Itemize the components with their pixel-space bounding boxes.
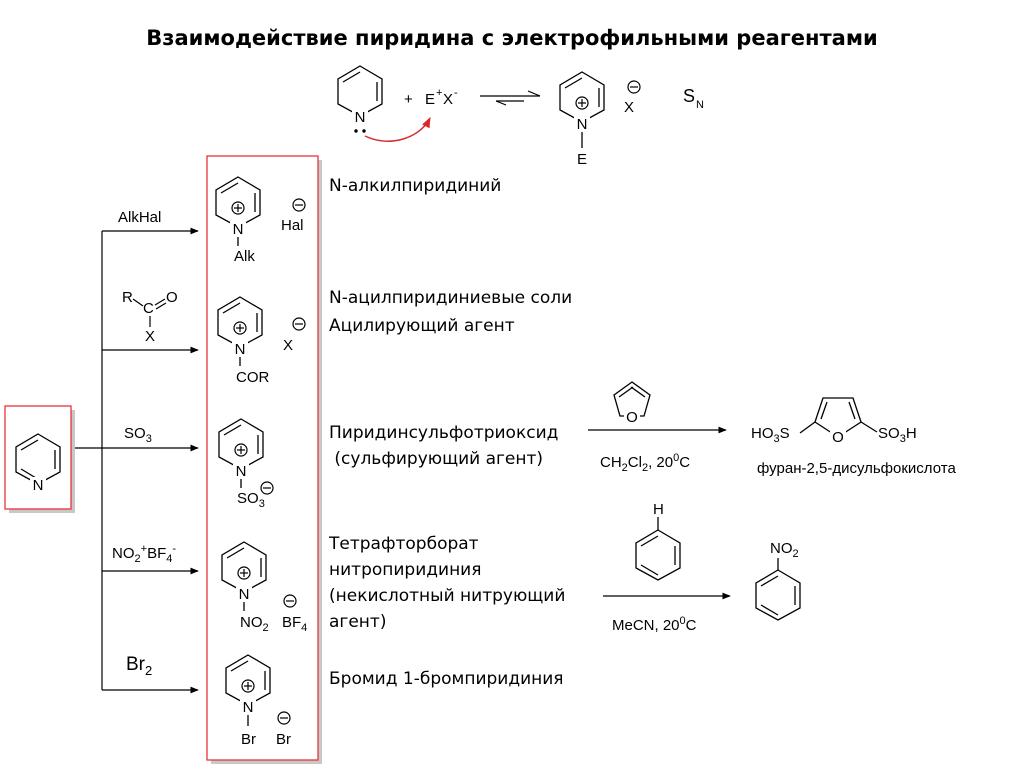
- benzene-H: H: [653, 501, 664, 518]
- nitrogen-label: N: [236, 463, 247, 480]
- reagent-X: X: [145, 328, 155, 345]
- mechanism-subscript: N: [696, 99, 704, 111]
- electrophile-E: E: [425, 91, 435, 108]
- plus-charge-icon: [241, 679, 255, 693]
- nitrogen-label: N: [243, 699, 254, 716]
- desc-so3-2: (сульфирующий агент): [329, 449, 543, 469]
- desc-n-acyl-2: Ацилирующий агент: [329, 316, 515, 336]
- benzene-ring: [635, 529, 681, 581]
- nitrogen-label: N: [33, 477, 44, 494]
- product-name: фуран-2,5-дисульфокислота: [757, 460, 956, 477]
- substituent-alk: Alk: [234, 248, 255, 265]
- nitrogen-label: N: [235, 341, 246, 358]
- desc-so3-1: Пиридинсульфотриоксид: [329, 423, 558, 443]
- electron-pair-curved-arrow: [364, 117, 431, 142]
- reagent-labels: AlkHal R C O X SO3 NO2+BF4- Br2: [112, 209, 178, 678]
- plus-charge-icon: [237, 566, 251, 580]
- nitration-conditions: MeCN, 200C: [612, 615, 697, 634]
- desc-n-acyl-1: N-ацилпиридиниевые соли: [329, 288, 572, 308]
- electrophile-charge: +: [436, 87, 442, 99]
- furan-oxygen: O: [626, 409, 638, 426]
- substituent-no2: NO2: [240, 614, 269, 634]
- substituent-cor: COR: [236, 369, 270, 386]
- desc-no2-1: Тетрафторборат: [328, 534, 479, 554]
- minus-charge-icon: [283, 594, 297, 608]
- minus-charge-icon: [292, 198, 306, 212]
- anion-hal: Hal: [281, 217, 304, 234]
- page-title: Взаимодействие пиридина с электрофильным…: [146, 26, 877, 50]
- plus-charge-icon: [231, 201, 245, 215]
- nitrogen-label: N: [233, 221, 244, 238]
- desc-br: Бромид 1-бромпиридиния: [329, 669, 564, 689]
- product-bromopyridinium: N Br Br: [225, 654, 291, 748]
- product-n-alkylpyridinium: N Alk Hal: [215, 176, 306, 265]
- anion-bf4: BF4: [282, 614, 307, 634]
- branch-lines: [75, 227, 199, 694]
- product-n-acylpyridinium: N COR X: [217, 296, 306, 386]
- lone-pair-dot: [362, 129, 366, 133]
- product-left-group: HO3S: [751, 425, 790, 445]
- reagent-so3: SO3: [124, 425, 152, 445]
- product-pyridine-sulfur-trioxide: N SO3: [218, 418, 274, 510]
- equilibrium-forward-head: [527, 90, 541, 97]
- reagent-O: O: [166, 289, 178, 306]
- nitrogen-label: N: [355, 109, 366, 126]
- desc-no2-3: (некислотный нитрующий: [329, 586, 565, 606]
- plus-charge-icon: [575, 96, 589, 110]
- top-equation: N + E + X - N E X S N: [337, 65, 704, 168]
- anion-br: Br: [276, 731, 291, 748]
- minus-charge-icon: [627, 80, 641, 94]
- counterion-charge: -: [454, 87, 458, 99]
- reagent-no2bf4: NO2+BF4-: [112, 543, 176, 565]
- nitrogen-label: N: [239, 586, 250, 603]
- desc-n-alkyl: N-алкилпиридиний: [329, 176, 501, 196]
- minus-charge-icon: [260, 481, 274, 495]
- anion-x: X: [283, 337, 293, 354]
- reagent-br2: Br2: [126, 654, 152, 678]
- substituent-so3: SO3: [237, 490, 265, 510]
- nitrobenzene-ring: [755, 569, 801, 621]
- sulfonation-conditions: CH2Cl2, 200C: [600, 452, 690, 474]
- benzene-nitration: H MeCN, 200C NO2: [603, 501, 801, 634]
- nitrogen-label: N: [577, 116, 588, 133]
- minus-charge-icon: [292, 317, 306, 331]
- furan-sulfonation: O CH2Cl2, 200C HO3S O SO3H фуран-2,5-дис…: [588, 381, 956, 477]
- product-right-group: SO3H: [878, 425, 917, 445]
- reagent-C: C: [143, 300, 154, 317]
- nitrobenzene-no2: NO2: [770, 540, 799, 560]
- substituent-br: Br: [241, 731, 256, 748]
- desc-no2-4: агент): [329, 612, 386, 632]
- product-descriptions: N-алкилпиридиний N-ацилпиридиниевые соли…: [328, 176, 572, 689]
- plus-charge-icon: [233, 321, 247, 335]
- minus-charge-icon: [277, 711, 291, 725]
- anion-X: X: [624, 99, 634, 116]
- counterion-X: X: [443, 91, 453, 108]
- substituent-E: E: [577, 151, 587, 168]
- starting-pyridine: N: [4, 405, 75, 513]
- product-furan-oxygen: O: [832, 429, 844, 446]
- pyridine-reactant: N: [337, 65, 383, 133]
- reagent-R: R: [122, 289, 133, 306]
- product-nitropyridinium: N NO2 BF4: [221, 541, 307, 634]
- lone-pair-dot: [354, 129, 358, 133]
- equilibrium-back-head: [495, 100, 507, 106]
- desc-no2-2: нитропиридиния: [329, 560, 481, 580]
- plus-sign: +: [404, 91, 413, 108]
- reagent-alkhal: AlkHal: [118, 209, 161, 226]
- mechanism-label: S: [683, 86, 695, 106]
- plus-charge-icon: [234, 443, 248, 457]
- pyridinium-product: N E: [559, 71, 605, 168]
